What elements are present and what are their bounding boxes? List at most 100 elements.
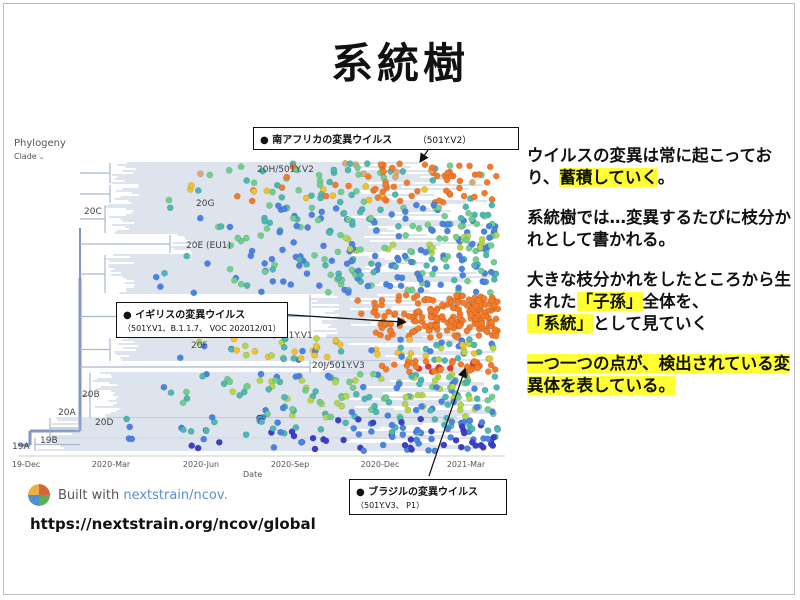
tip-dot <box>337 231 344 239</box>
tip-dot <box>268 255 276 263</box>
tip-dot <box>360 447 368 455</box>
tip-dot <box>409 359 416 367</box>
tip-dot <box>391 191 399 198</box>
tip-dot <box>386 282 394 290</box>
tip-dot <box>488 196 496 203</box>
tip-dot <box>326 229 333 236</box>
tip-dot <box>317 194 324 202</box>
tip-dot <box>473 395 481 403</box>
tip-dot <box>387 327 394 335</box>
tip-dot <box>472 442 480 449</box>
tip-dot <box>431 377 439 384</box>
tip-dot <box>359 383 367 391</box>
callout-uk: ● イギリスの変異ウイルス （501Y.V1、B.1.1.7、 VOC 2020… <box>116 302 288 338</box>
tip-dot <box>313 335 320 342</box>
x-tick: 2021-Mar <box>446 460 486 469</box>
tip-dot <box>312 388 319 395</box>
tip-dot <box>332 378 339 386</box>
tip-dot <box>453 292 460 299</box>
tip-dot <box>392 263 399 271</box>
tip-dot <box>263 225 271 232</box>
tip-dot <box>462 203 470 211</box>
tip-dot <box>196 214 204 222</box>
tip-dot <box>485 222 493 230</box>
tip-dot <box>421 186 428 193</box>
tip-dots <box>123 160 502 455</box>
tip-dot <box>372 227 380 235</box>
tip-dot <box>370 268 378 276</box>
explanation-paragraph-2: 系統樹では…変異するたびに枝分かれとして書かれる。 <box>527 207 791 249</box>
tip-dot <box>438 339 445 346</box>
tip-dot <box>357 271 364 279</box>
tip-dot <box>450 398 458 406</box>
tip-dot <box>413 201 420 209</box>
tip-dot <box>338 402 346 410</box>
tip-dot <box>258 288 265 296</box>
tip-dot <box>342 234 349 242</box>
tip-dot <box>226 265 234 273</box>
tip-dot <box>202 427 210 435</box>
tip-dot <box>369 419 377 427</box>
tip-dot <box>471 193 478 201</box>
tip-dot <box>372 185 379 193</box>
callout-south-africa: ● 南アフリカの変異ウイルス （501Y.V2） <box>253 127 519 150</box>
source-url[interactable]: https://nextstrain.org/ncov/global <box>30 515 316 533</box>
tip-dot <box>426 347 434 355</box>
tip-dot <box>484 396 492 404</box>
nextstrain-link[interactable]: nextstrain/ncov. <box>123 487 228 503</box>
tip-dot <box>388 421 396 429</box>
tip-dot <box>456 244 464 251</box>
tip-dot <box>416 380 423 388</box>
tip-dot <box>290 432 298 440</box>
tip-dot <box>378 296 386 304</box>
tip-dot <box>243 177 250 184</box>
tip-dot <box>492 332 500 340</box>
tip-dot <box>395 223 402 230</box>
tip-dot <box>231 277 238 284</box>
callout-brazil: ● ブラジルの変異ウイルス （501Y.V3、 P1） <box>349 479 507 515</box>
tip-dot <box>456 322 463 330</box>
tip-dot <box>443 263 450 270</box>
tip-dot <box>422 358 430 365</box>
tip-dot <box>311 352 319 359</box>
tip-dot <box>428 244 436 251</box>
tip-dot <box>443 176 451 184</box>
tip-dot <box>460 429 468 437</box>
tip-dot <box>436 235 443 242</box>
tip-dot <box>409 222 417 230</box>
tip-dot <box>459 341 466 349</box>
tip-dot <box>449 383 456 390</box>
tip-dot <box>360 170 368 178</box>
tip-dot <box>449 304 457 312</box>
tip-dot <box>445 340 453 348</box>
tip-dot <box>308 204 316 212</box>
tip-dot <box>427 321 434 329</box>
built-with[interactable]: Built with nextstrain/ncov. <box>28 484 228 506</box>
tip-dot <box>377 331 384 339</box>
tip-dot <box>234 234 242 242</box>
nextstrain-logo-icon <box>28 484 50 506</box>
tip-dot <box>431 415 439 423</box>
tip-dot <box>464 277 471 285</box>
tip-dot <box>435 197 443 204</box>
tip-dot <box>489 442 497 449</box>
tip-dot <box>457 443 465 451</box>
tip-dot <box>398 418 405 426</box>
tip-dot <box>296 256 303 263</box>
tip-dot <box>479 211 487 219</box>
tip-dot <box>472 302 480 310</box>
tip-dot <box>481 386 489 394</box>
tip-dot <box>486 234 493 241</box>
tip-dot <box>444 401 452 408</box>
tip-dot <box>415 225 423 232</box>
tip-dot <box>290 239 298 246</box>
tip-dot <box>261 217 268 225</box>
tip-dot <box>180 426 187 434</box>
x-tick: 2020-Jun <box>182 460 220 469</box>
tip-dot <box>475 297 482 304</box>
tip-dot <box>456 177 464 185</box>
clade-selector[interactable]: Clade⌄ <box>14 152 45 161</box>
tip-dot <box>157 283 164 290</box>
tip-dot <box>269 277 277 285</box>
tip-dot <box>293 166 301 174</box>
